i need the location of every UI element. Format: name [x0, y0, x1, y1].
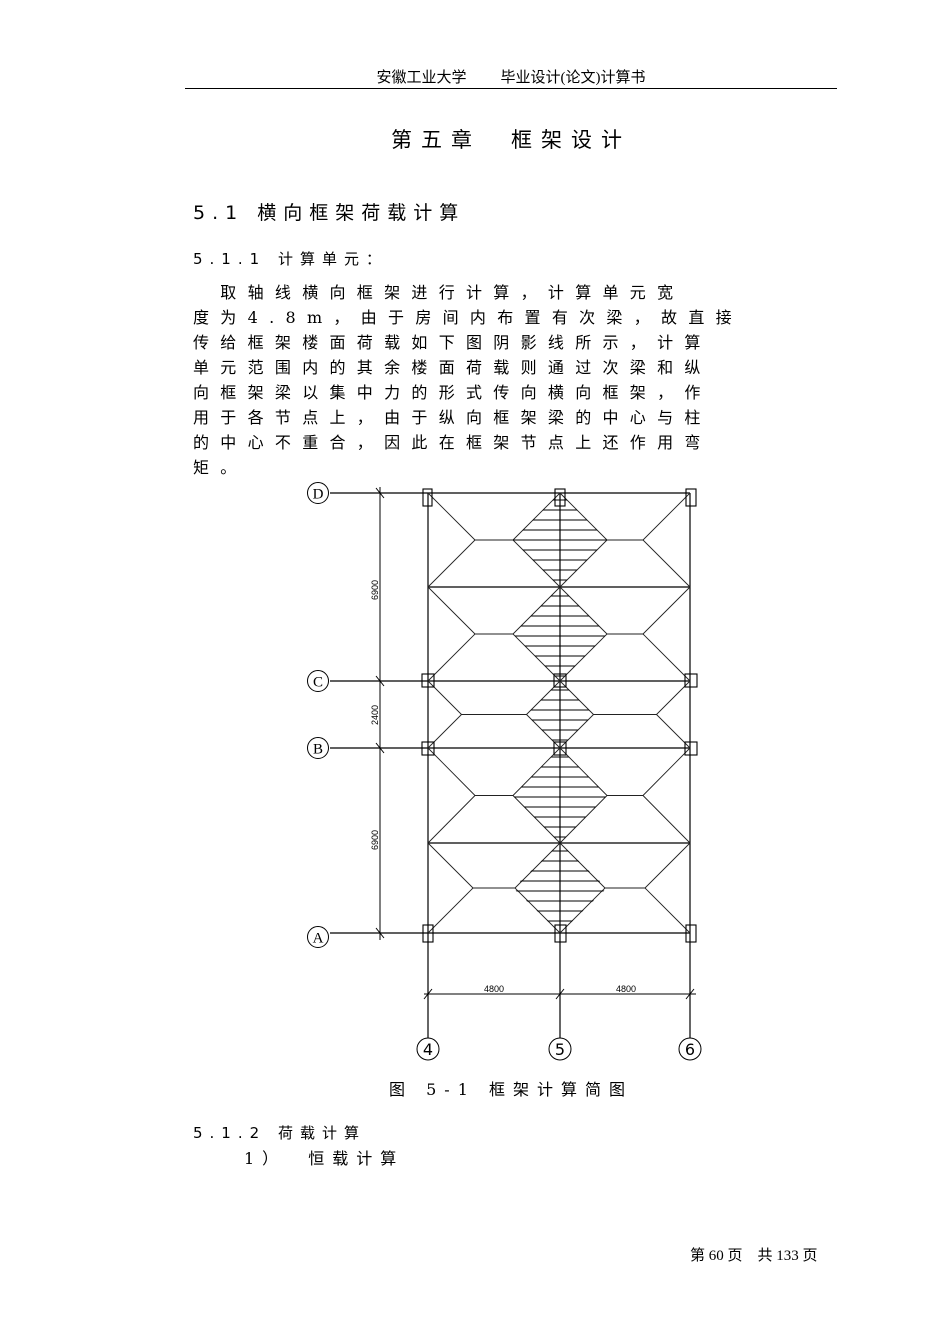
column-markers: [421, 488, 698, 943]
body-paragraph: 取轴线横向框架进行计算，计算单元宽 度为4.8m，由于房间内布置有次梁，故直接 …: [193, 280, 818, 480]
list-item-dead-load: 1） 恒载计算: [244, 1145, 404, 1169]
row-axis-label-b: B: [313, 742, 323, 758]
section-number: 5.1: [193, 202, 245, 224]
column-axis-label-4: 4: [423, 1040, 433, 1059]
row-axis-bubbles: [307, 482, 329, 948]
dim-label-6900-bottom: 6900: [370, 830, 380, 850]
subsection-title: 荷载计算: [277, 1124, 366, 1142]
paragraph-line: 矩。: [193, 458, 248, 477]
paragraph-line: 向框架梁以集中力的形式传向横向框架，作: [193, 383, 712, 402]
paragraph-line: 度为4.8m，由于房间内布置有次梁，故直接: [193, 308, 743, 327]
header-university: 安徽工业大学: [376, 70, 467, 86]
header-rule: [185, 88, 837, 89]
dim-label-2400: 2400: [370, 705, 380, 725]
yield-lines: [427, 492, 691, 934]
list-item-title: 恒载计算: [308, 1149, 405, 1168]
horizontal-dimension-line: [423, 988, 696, 1000]
list-item-number: 1）: [244, 1149, 287, 1168]
chapter-title: 第五章 框架设计: [185, 124, 837, 154]
page-header: 安徽工业大学 毕业设计(论文)计算书: [185, 66, 837, 87]
vertical-dimension-line: [375, 487, 385, 940]
figure-caption: 图 5-1 框架计算简图: [389, 1080, 633, 1099]
page-footer: 第 60 页 共 133 页: [690, 1248, 818, 1264]
dim-label-4800-right: 4800: [616, 984, 636, 994]
load-hatching: [513, 499, 607, 922]
column-axis-label-5: 5: [555, 1040, 565, 1059]
subsection-number: 5.1.2: [193, 1124, 267, 1142]
paragraph-line: 用于各节点上，由于纵向框架梁的中心与柱: [193, 408, 712, 427]
column-axis-label-6: 6: [685, 1040, 695, 1059]
paragraph-line: 传给框架楼面荷载如下图阴影线所示，计算: [193, 333, 712, 352]
subsection-heading-2: 5.1.2 荷载计算: [193, 1122, 366, 1143]
column-axis-bubbles: [416, 1037, 702, 1061]
subsection-number: 5.1.1: [193, 250, 267, 268]
section-heading: 5.1 横向框架荷载计算: [193, 198, 465, 225]
frame-lines: [330, 492, 691, 1038]
chapter-name: 框架设计: [511, 128, 631, 152]
paragraph-line: 取轴线横向框架进行计算，计算单元宽: [193, 283, 685, 302]
row-axis-label-c: C: [313, 675, 323, 691]
dim-label-6900-top: 6900: [370, 580, 380, 600]
paragraph-line: 单元范围内的其余楼面荷载则通过次梁和纵: [193, 358, 712, 377]
section-title: 横向框架荷载计算: [257, 202, 466, 224]
chapter-number: 第五章: [391, 128, 481, 152]
row-axis-label-a: A: [313, 931, 324, 947]
row-axis-label-d: D: [313, 487, 324, 503]
paragraph-line: 的中心不重合，因此在框架节点上还作用弯: [193, 433, 712, 452]
dim-label-4800-left: 4800: [484, 984, 504, 994]
subsection-title: 计算单元：: [277, 250, 388, 268]
subsection-heading-1: 5.1.1 计算单元：: [193, 248, 388, 269]
header-doc-title: 毕业设计(论文)计算书: [500, 70, 646, 86]
